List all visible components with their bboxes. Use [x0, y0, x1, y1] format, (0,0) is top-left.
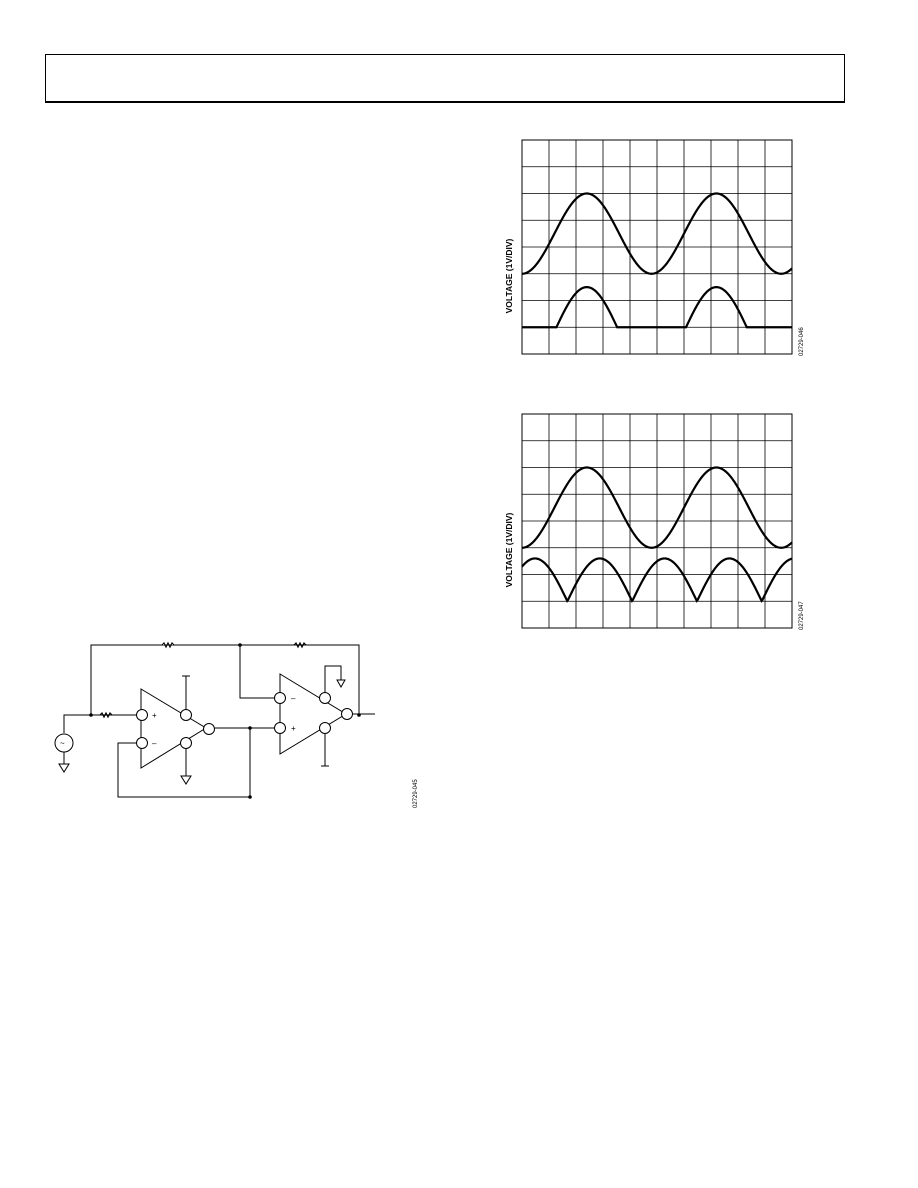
rectifier-circuit-schematic: ~ + – – + 02729-045 — [48, 636, 423, 814]
opamp2-minus-wire — [239, 645, 274, 699]
resistor-icon — [161, 641, 175, 649]
opamp1-supply-wire — [182, 675, 190, 709]
ac-source-symbol: ~ — [60, 739, 65, 748]
scope-plot-top: VOLTAGE (1V/DIV) 02729-046 — [500, 134, 820, 366]
scope-bottom-trace-full-wave — [521, 557, 793, 603]
scope-top-grid — [521, 139, 793, 355]
scope-top-trace-half-wave — [522, 286, 792, 329]
top-feedback-wire — [90, 644, 360, 715]
opamp2-minus-label: – — [291, 694, 296, 703]
opamp2-minus-pin — [274, 692, 286, 704]
scope-bottom-trace-sine — [521, 466, 793, 549]
scope-top-svg: VOLTAGE (1V/DIV) 02729-046 — [504, 139, 805, 356]
opamp2-supply-pin — [319, 692, 331, 704]
opamp1-output-pin — [203, 723, 215, 735]
opamp1-minus-pin — [136, 737, 148, 749]
circuit-figure-code: 02729-045 — [413, 779, 419, 808]
opamp2-plus-label: + — [291, 724, 296, 733]
junction-dot — [248, 795, 252, 799]
opamp1-triangle — [140, 688, 207, 769]
scope-plot-bottom: VOLTAGE (1V/DIV) 02729-047 — [500, 408, 820, 640]
opamp1-minus-label: – — [152, 739, 157, 748]
page-header-box — [45, 54, 845, 102]
opamp1-feedback-wire — [117, 727, 251, 798]
page-header-rule — [45, 101, 845, 103]
junction-dot — [357, 713, 361, 717]
resistor-icon — [293, 641, 307, 649]
junction-dot — [238, 643, 242, 647]
ground-icon — [324, 665, 346, 692]
opamp2-triangle — [279, 673, 347, 755]
opamp1-plus-label: + — [152, 711, 157, 720]
ground-icon — [180, 749, 192, 785]
scope-bottom-svg: VOLTAGE (1V/DIV) 02729-047 — [504, 413, 805, 630]
opamp1-supply-pin — [180, 709, 192, 721]
opamp2-neg-supply-pin — [319, 722, 331, 734]
scope-bottom-ylabel: VOLTAGE (1V/DIV) — [504, 512, 514, 587]
opamp2-plus-pin — [274, 722, 286, 734]
opamp2-supply-wire — [321, 734, 329, 767]
opamp2-output-pin — [341, 708, 353, 720]
junction-dot — [248, 726, 252, 730]
scope-top-figure-code: 02729-046 — [799, 327, 805, 356]
scope-bottom-figure-code: 02729-047 — [799, 601, 805, 630]
input-wire — [63, 714, 138, 733]
scope-top-ylabel: VOLTAGE (1V/DIV) — [504, 238, 514, 313]
scope-top-trace-sine — [521, 192, 793, 275]
opamp1-plus-pin — [136, 709, 148, 721]
ground-icon — [58, 752, 70, 773]
scope-bottom-grid — [521, 413, 793, 629]
resistor-icon — [99, 711, 113, 719]
circuit-svg: ~ + – – + 02729-045 — [54, 641, 419, 808]
opamp1-ground-pin — [180, 737, 192, 749]
junction-dot — [89, 713, 93, 717]
